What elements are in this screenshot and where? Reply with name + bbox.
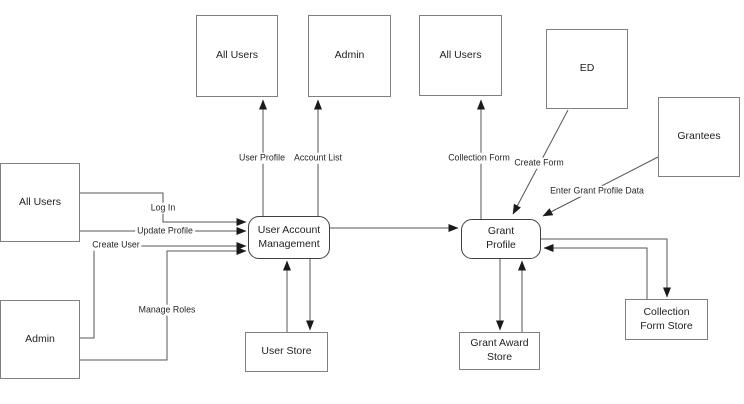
flow-label-enter-grant-profile-data: Enter Grant Profile Data	[548, 185, 646, 197]
node-label: ED	[579, 62, 595, 75]
entity-all-users-top-right: All Users	[419, 15, 502, 96]
flow-line-create-user	[80, 242, 247, 339]
flow-label-manage-roles: Manage Roles	[136, 304, 198, 316]
entity-all-users-left: All Users	[0, 163, 80, 242]
flow-label-account-list: Account List	[292, 152, 344, 164]
node-label: Grant Profile	[486, 225, 516, 251]
node-label: All Users	[18, 195, 61, 208]
entity-admin-left: Admin	[0, 300, 80, 379]
flow-label-create-user: Create User	[90, 239, 142, 251]
store-collection-form-store: Collection Form Store	[625, 299, 708, 340]
entity-ed: ED	[546, 29, 628, 109]
store-grant-award-store: Grant Award Store	[459, 332, 540, 370]
flow-line-collection-form-write	[541, 238, 671, 298]
entity-admin-top: Admin	[308, 15, 391, 97]
node-label: User Account Management	[257, 223, 321, 250]
flow-label-log-in: Log In	[148, 202, 178, 214]
process-grant-profile: Grant Profile	[461, 219, 541, 259]
store-user-store: User Store	[245, 332, 328, 372]
flow-label-update-profile: Update Profile	[135, 225, 195, 237]
flow-label-create-form: Create Form	[512, 157, 566, 169]
node-label: Grant Award Store	[470, 337, 529, 363]
process-user-account-management: User Account Management	[248, 216, 330, 259]
flow-line-collection-form-read	[543, 244, 648, 299]
node-label: User Store	[261, 345, 312, 358]
node-label: All Users	[439, 48, 482, 61]
node-label: All Users	[215, 49, 258, 62]
node-label: Admin	[334, 49, 365, 62]
node-label: Collection Form Store	[640, 305, 693, 332]
entity-grantees: Grantees	[658, 97, 740, 177]
node-label: Grantees	[677, 130, 721, 143]
flow-label-user-profile: User Profile	[237, 152, 287, 164]
flow-label-collection-form: Collection Form	[446, 152, 512, 164]
node-label: Admin	[25, 332, 55, 345]
entity-all-users-top-left: All Users	[196, 15, 278, 97]
